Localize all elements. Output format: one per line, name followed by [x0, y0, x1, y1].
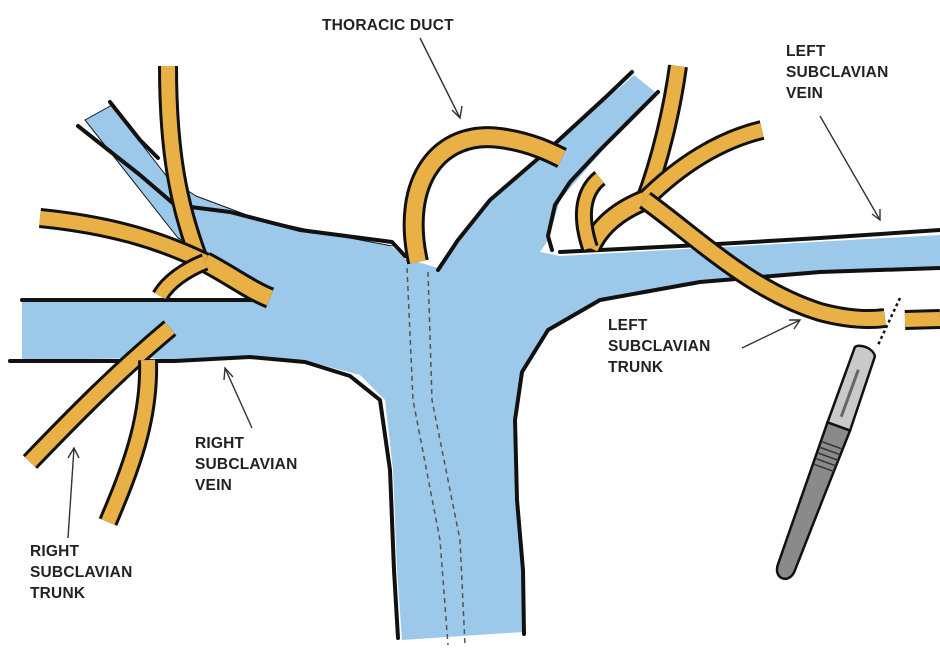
right-subclavian-vein-pointer [225, 368, 252, 428]
right-subclavian-vein-label: RIGHT SUBCLAVIAN VEIN [195, 435, 302, 494]
superior-vena-cava [22, 75, 940, 640]
right-subclavian-trunk-label: RIGHT SUBCLAVIAN TRUNK [30, 543, 137, 602]
left-subclavian-trunk-pointer [742, 320, 800, 348]
left-subclavian-vein-label: LEFT SUBCLAVIAN VEIN [786, 43, 893, 102]
left-subclavian-trunk-label: LEFT SUBCLAVIAN TRUNK [608, 317, 715, 376]
left-subclavian-vein-pointer [820, 116, 880, 220]
thoracic-duct-pointer [420, 38, 460, 118]
right-subclavian-trunk-pointer [68, 448, 74, 538]
scalpel-handle [772, 422, 850, 582]
thoracic-duct-label: THORACIC DUCT [322, 17, 454, 34]
scalpel-icon [772, 344, 879, 583]
